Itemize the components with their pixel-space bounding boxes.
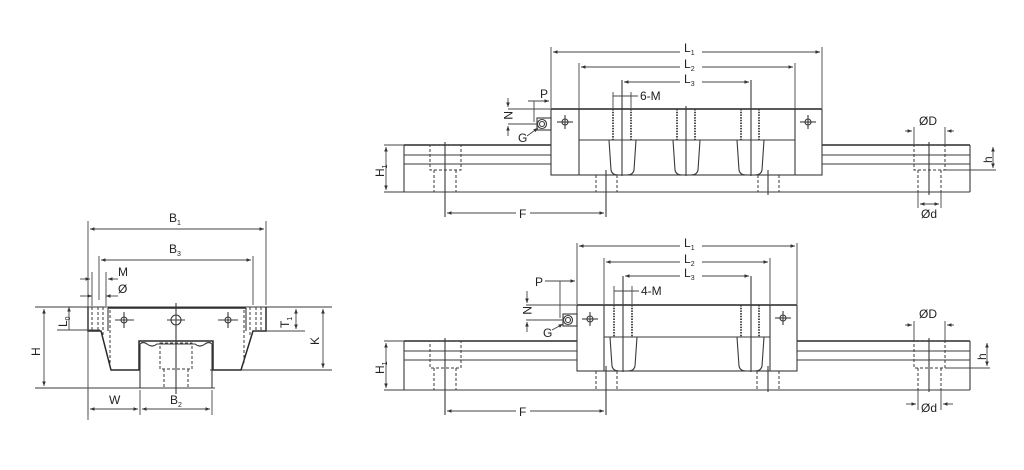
label-h: H	[29, 347, 43, 356]
label-l3: L3	[684, 72, 695, 88]
label-n: N	[501, 111, 515, 120]
side-view-long-block: L1 L2 L3 6-M P N G H1 F	[373, 41, 996, 221]
label-dia: Ø	[118, 282, 127, 296]
label-dia-d-lower: Ød	[921, 401, 937, 415]
label-l3: L3	[684, 266, 695, 282]
label-l1: L1	[684, 41, 695, 57]
label-dia-d-lower: Ød	[921, 207, 937, 221]
mounting-hole-crosshair	[218, 312, 238, 328]
label-g: G	[543, 326, 552, 340]
mounting-hole-crosshair	[167, 314, 185, 326]
label-f: F	[519, 405, 526, 419]
label-h1: H1	[373, 164, 389, 177]
label-g: G	[518, 131, 527, 145]
label-p: P	[535, 275, 543, 289]
label-l0: L0	[56, 316, 72, 327]
carriage-block-end-profile	[87, 307, 267, 371]
label-h1: H1	[373, 361, 389, 374]
grease-nipple	[536, 117, 552, 131]
mounting-hole-crosshair	[115, 312, 134, 328]
label-w: W	[109, 393, 121, 407]
label-dia-d-upper: ØD	[919, 307, 937, 321]
label-t1: T1	[278, 317, 294, 328]
label-b1: B1	[169, 211, 181, 227]
label-4m: 4-M	[641, 284, 662, 298]
label-p: P	[540, 87, 548, 101]
label-k: K	[308, 337, 322, 345]
front-view: B1 B3 M Ø L0 H T1 K W	[29, 211, 332, 420]
rail-side	[384, 338, 971, 415]
label-m: M	[118, 265, 128, 279]
label-f: F	[519, 207, 526, 221]
carriage-block-long	[536, 80, 823, 176]
label-l1: L1	[684, 236, 695, 252]
label-b2: B2	[170, 393, 182, 409]
label-b3: B3	[169, 242, 181, 258]
label-n: N	[520, 306, 534, 315]
rail-side	[384, 142, 971, 217]
side-view-short-block: L1 L2 L3 4-M P N G H1 F	[373, 236, 990, 419]
label-h-depth: h	[975, 353, 989, 360]
label-l2: L2	[684, 57, 695, 73]
label-dia-d-upper: ØD	[919, 114, 937, 128]
grease-nipple	[562, 313, 578, 327]
label-h-depth: h	[981, 156, 995, 163]
carriage-block-short	[562, 276, 798, 372]
label-6m: 6-M	[640, 89, 661, 103]
label-l2: L2	[684, 252, 695, 268]
